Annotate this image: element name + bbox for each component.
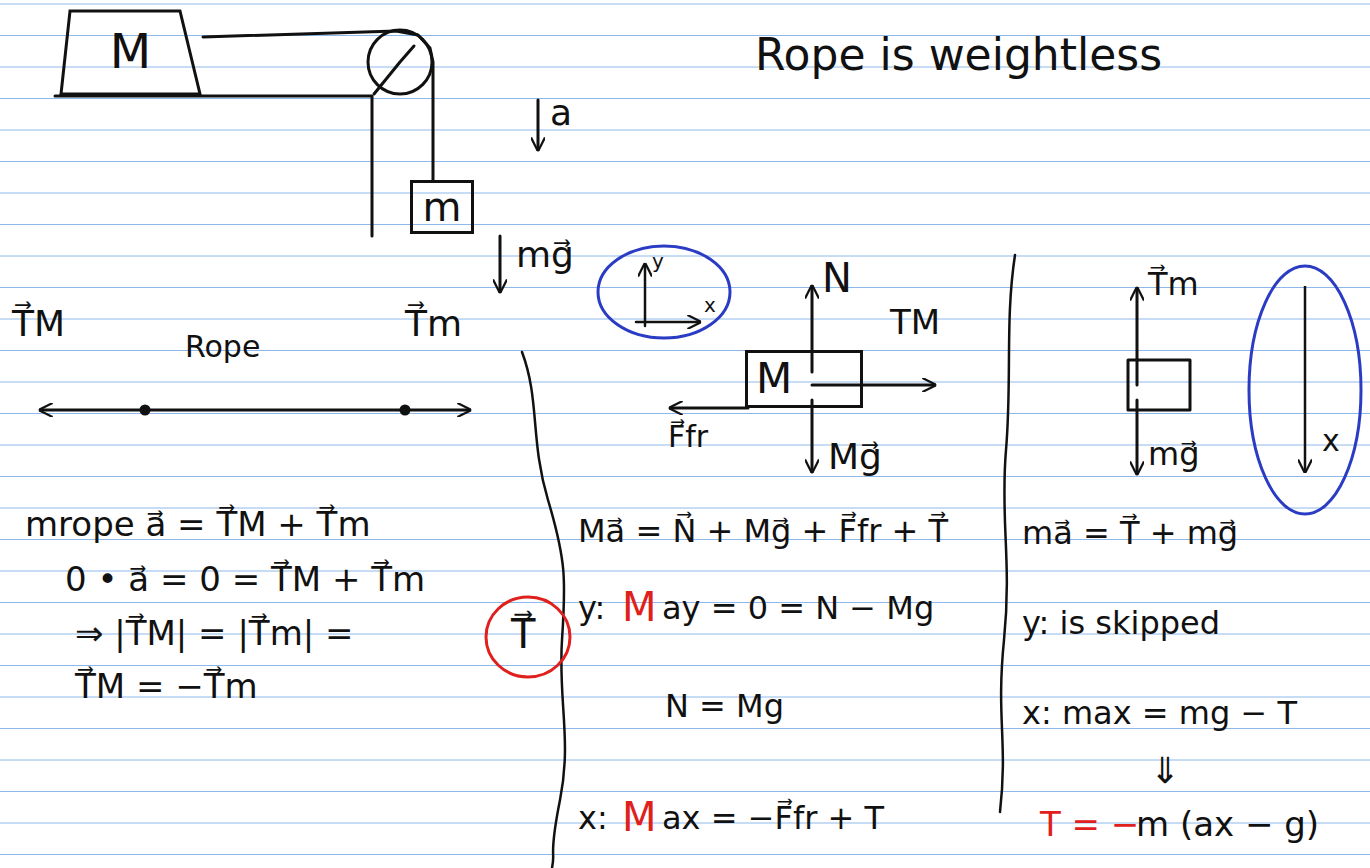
equation: ma⃗ = T⃗ + mg⃗ [1022,515,1238,552]
x-axis [1304,286,1307,472]
x-axis [636,321,700,324]
ruled-lines [0,4,1370,855]
tension-arrow [812,384,935,387]
note: Rope is weightless [755,30,1162,81]
table [55,96,372,236]
ruled-line [0,476,1370,477]
force-label: TM [890,303,940,342]
ruled-line [0,130,1370,131]
acceleration-arrow [537,100,540,150]
ruled-line [0,319,1370,320]
ruled-line [0,413,1370,414]
axis-ellipse [1249,266,1361,514]
correction: M [622,584,657,630]
mass-label: m [423,184,462,230]
equation: 0 • a⃗ = 0 = T⃗M + T⃗m [65,560,425,599]
equation: y: [578,590,605,627]
equation: ax = −F⃗fr + T [662,800,884,837]
weight-arrow [811,400,814,472]
ruled-line [0,791,1370,792]
force-label: T⃗m [405,303,462,344]
force-label: N [822,255,852,301]
rope-end-dot [141,406,149,414]
axis-label: x [1322,424,1340,459]
mass-block: M [58,8,203,96]
axes-circle [598,246,730,338]
normal-force-arrow [811,286,814,372]
equation: ay = 0 = N − Mg [662,590,934,627]
force-label: Mg⃗ [828,436,882,477]
ruled-line [0,161,1370,162]
drawing [40,30,1190,868]
axis-label: x [704,294,716,317]
equation: N = Mg [665,688,784,725]
equation: Ma⃗ = N⃗ + Mg⃗ + F⃗fr + T⃗ [578,513,948,550]
mass-label: M [756,355,792,403]
axis-label: y [652,250,664,273]
force-label: F⃗fr [668,420,708,455]
ruled-line [0,67,1370,68]
block-outline [61,11,200,94]
equation: T⃗ [511,611,535,657]
divider [1000,255,1015,812]
tension-arrow [1136,288,1139,385]
force-label: T⃗m [1148,266,1199,303]
weight-arrow [1136,400,1139,474]
force-label: mg⃗ [516,234,574,275]
ruled-line [0,256,1370,257]
ruled-line [0,665,1370,666]
equation: x: [578,800,608,837]
equation: ⇒ |T⃗M| = |T⃗m| = [75,614,354,653]
equation: T⃗M = −T⃗m [75,667,258,706]
blue-marks [598,246,1361,514]
ruled-line [0,224,1370,225]
equation: x: max = mg − T [1022,695,1297,732]
result: T = − [1040,805,1139,844]
equation: mrope a⃗ = T⃗M + T⃗m [25,505,371,544]
weight-arrow [499,236,502,292]
equation: y: is skipped [1022,605,1220,642]
ruled-line [0,98,1370,99]
hanging-mass: m [410,180,474,234]
y-axis [644,264,647,326]
ruled-line [0,382,1370,383]
pulley-axle [374,46,414,94]
ruled-line [0,193,1370,194]
force-label: mg⃗ [1148,436,1199,473]
highlight-circle [486,597,570,677]
force-label: T⃗M [12,303,65,344]
acceleration-label: a [550,92,572,133]
friction-arrow [670,407,748,410]
ruled-line [0,4,1370,5]
part-name: Rope [185,330,260,365]
result: m (ax − g) [1136,805,1319,844]
ruled-line [0,854,1370,855]
rope [203,31,433,180]
free-body-block: M [745,350,863,408]
correction: M [622,794,657,840]
implies-arrow: ⇓ [1150,750,1180,791]
mass-label: M [110,24,151,79]
rope-end-dot [401,406,409,414]
